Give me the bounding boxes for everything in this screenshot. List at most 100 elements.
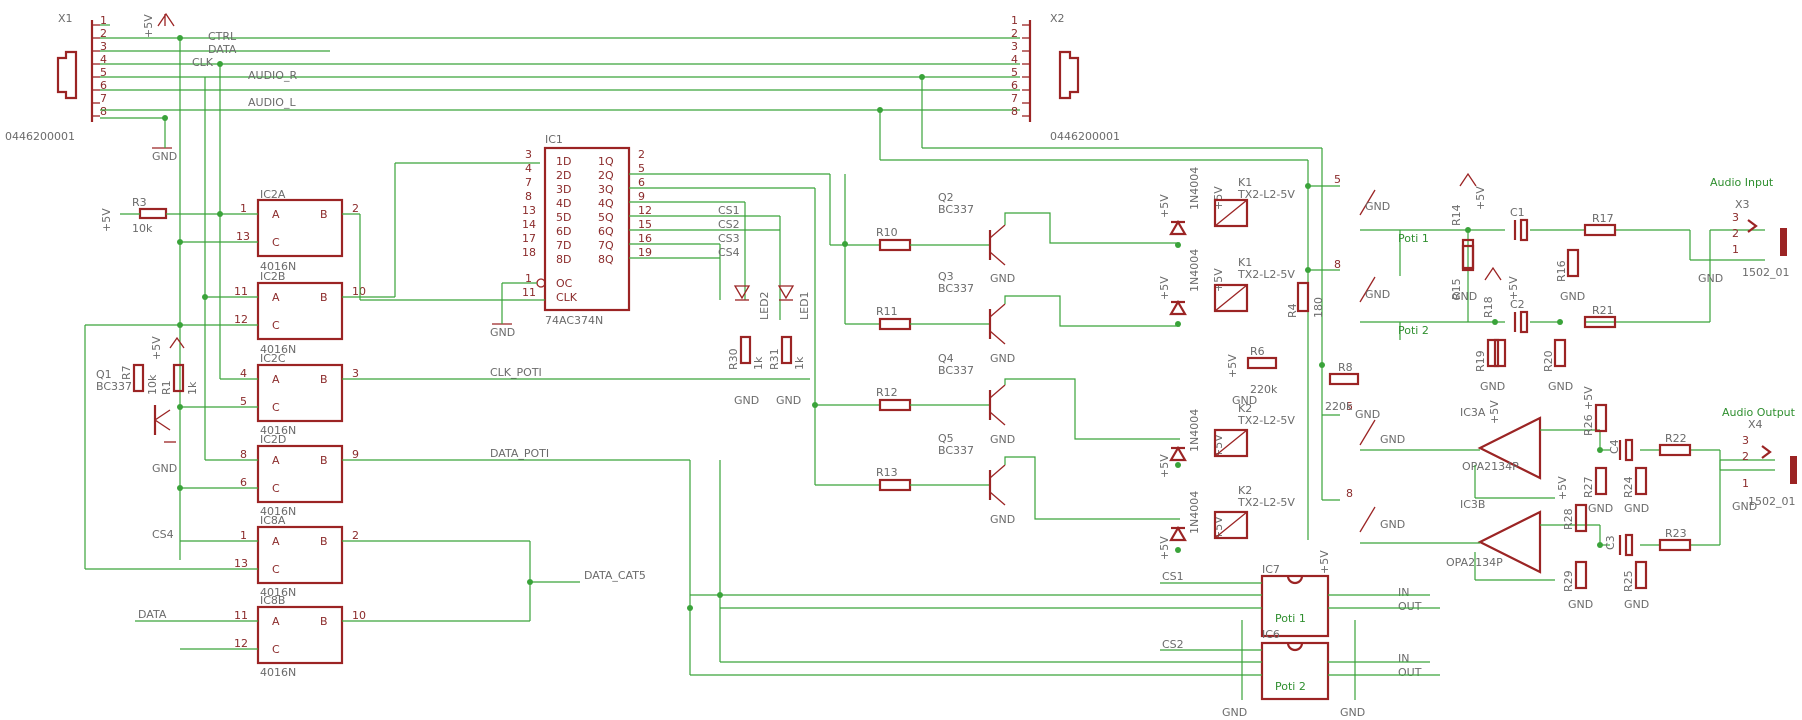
diode-d1: +5V 1N4004 [1158,167,1201,236]
k-gnd: GND [1365,288,1390,301]
r8-value: 220k [1325,400,1353,413]
gate-c: C [272,643,280,656]
ic1-out: 6Q [598,225,614,238]
ic1-wires [501,173,880,486]
gate-pin: 5 [240,395,247,408]
r27-gnd: GND [1588,502,1613,515]
r31-name: R31 [768,348,781,370]
opamp-icon [1477,510,1542,574]
gate-part: 4016N [260,424,296,437]
ic1-in: 8D [556,253,571,266]
r10-name: R10 [876,226,898,239]
r6-value: 220k [1250,383,1278,396]
resistor-r3: +5V R3 10k [100,196,220,235]
poti-wires [690,460,1440,700]
diode-d2: +5V 1N4004 [1158,249,1201,316]
ic1-pin: 14 [522,218,536,231]
vcc-arrow-icon [1459,172,1477,187]
r16-name: R16 [1555,260,1568,282]
r4-value: 180 [1312,297,1325,318]
net-data: DATA [208,43,237,56]
x2-part: 0446200001 [1050,130,1120,143]
diode-icon [1169,525,1187,542]
ic1-pin: 19 [638,246,652,259]
audio-output-title: Audio Output [1722,406,1796,419]
ic1-in: 1D [556,155,571,168]
r8-gnd: GND [1355,408,1380,421]
gate-ic2c: IC2C A B C 4 5 3 4016N [240,352,359,437]
x4-pin: 1 [1742,477,1749,490]
led-1: LED1 R31 1k GND [768,285,811,407]
poti2-label: Poti 2 [1398,324,1429,337]
ic1-pin: 1 [525,272,532,285]
gate-pin: 2 [352,202,359,215]
resistor-r6: +5V R6 220k GND [1226,345,1278,407]
r4-name: R4 [1286,303,1299,318]
rj45-jack-icon [56,50,78,100]
r30-name: R30 [727,348,740,370]
d4-vcc: +5V [1158,536,1171,560]
x2-pin: 3 [1011,40,1018,53]
led2-name: LED2 [758,291,771,320]
k-pin: 5 [1334,173,1341,186]
ic1-pin: 4 [525,162,532,175]
base-wires [910,244,990,486]
r23-name: R23 [1665,527,1687,540]
ic1-pin: 9 [638,190,645,203]
opamp-icon [1477,416,1542,480]
d1-part: 1N4004 [1188,167,1201,210]
gate-c: C [272,563,280,576]
relay-coil-icon [1214,511,1248,539]
k-gnd: GND [1365,200,1390,213]
q2-gnd: GND [990,272,1015,285]
audio-jack-icon [1747,219,1758,233]
transistor-q4: Q4 BC337 GND [938,352,1015,446]
audio-output-section: Audio Output R22 R23 C4 C3 R27 GND R26 +… [1556,386,1797,611]
r29-name: R29 [1562,570,1575,592]
q5-gnd: GND [990,513,1015,526]
ic1-out: 1Q [598,155,614,168]
ic1-pin: 16 [638,232,652,245]
gate-name: IC2D [260,433,286,446]
r18-name: R18 [1482,296,1495,318]
ic1-out: 2Q [598,169,614,182]
ic1-in: 4D [556,197,571,210]
gate-wires [84,64,810,675]
ic1-latch: IC1 1D 2D 3D 4D 5D 6D 7D 8D 1Q 2Q 3Q 4Q … [490,133,652,339]
audio-input-section: Audio Input R17 R21 C1 C2 R14 +5V R15 [1450,172,1790,393]
ic1-pin: 17 [522,232,536,245]
k2a-name: K2 [1238,402,1252,415]
x1-part: 0446200001 [5,130,75,143]
x1-gnd: GND [152,150,177,163]
gate-ic8a: IC8A A B C 1 13 2 4016N [234,514,359,599]
k-gnd: GND [1380,433,1405,446]
q2-part: BC337 [938,203,974,216]
net-cs3: CS3 [718,232,740,245]
x4-name: X4 [1748,418,1763,431]
ic6-label: Poti 2 [1275,680,1306,693]
net-data-in: DATA [138,608,167,621]
diode-d4: +5V 1N4004 [1158,491,1201,560]
gate-a: A [272,373,280,386]
gate-b: B [320,291,328,304]
ic1-pin: 15 [638,218,652,231]
gate-c: C [272,482,280,495]
r1-name: R1 [160,380,173,395]
gate-pin: 13 [234,557,248,570]
k1a-name: K1 [1238,176,1252,189]
junctions [162,35,1603,611]
rj45-jack-icon [1058,50,1080,100]
relay-k1a: +5V K1 TX2-L2-5V [1212,176,1295,228]
gate-ic2d: IC2D A B C 8 6 9 4016N [240,433,359,518]
c1-name: C1 [1510,206,1525,219]
ic1-out: 4Q [598,197,614,210]
r12-name: R12 [876,386,898,399]
gate-name: IC2C [260,352,286,365]
vcc-arrow-icon [157,12,175,27]
ic3a-name: IC3A [1460,406,1486,419]
q3-gnd: GND [990,352,1015,365]
x2-pin: 8 [1011,105,1018,118]
d4-part: 1N4004 [1188,491,1201,534]
gate-c: C [272,319,280,332]
